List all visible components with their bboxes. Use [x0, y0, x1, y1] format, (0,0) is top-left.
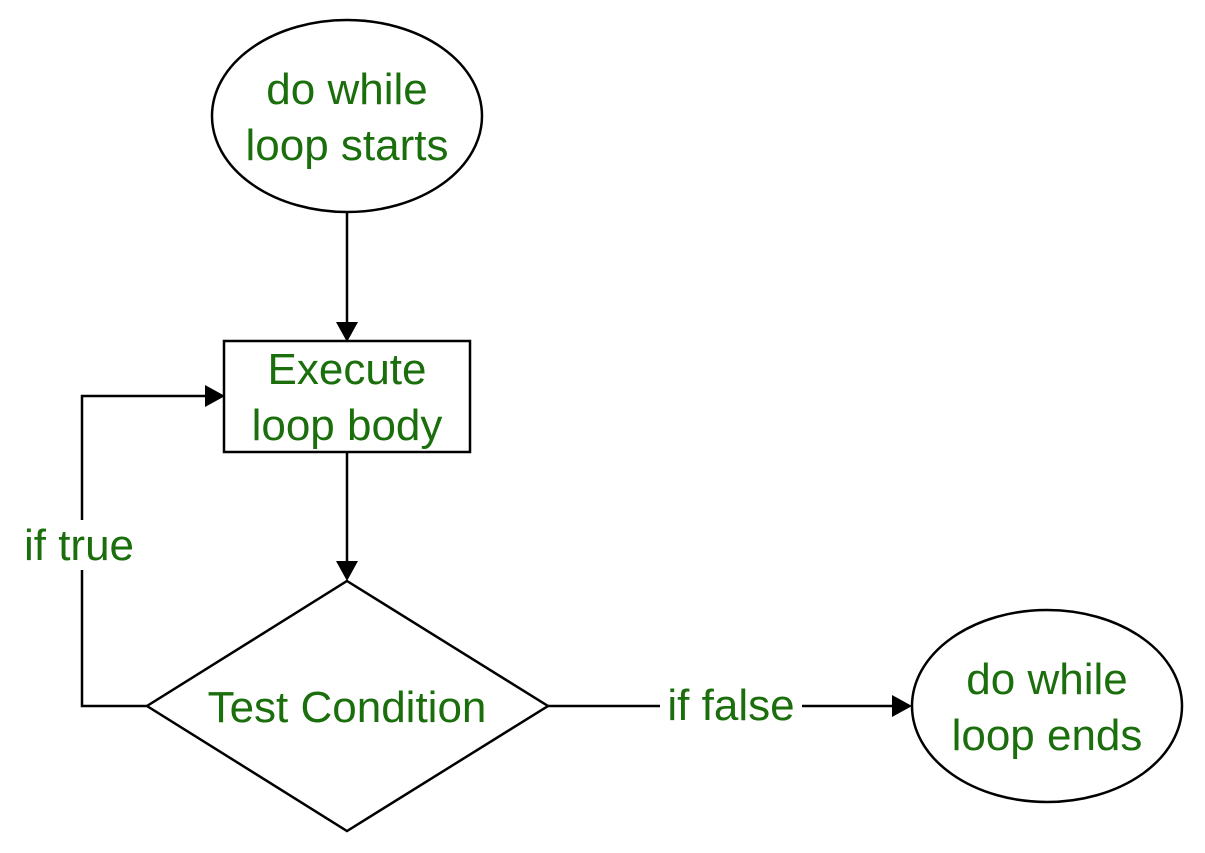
start-node-label-line2: loop starts [246, 121, 449, 170]
edge-label-if-true: if true [24, 521, 134, 570]
end-node: do while loop ends [910, 608, 1184, 804]
start-node-label-line1: do while [266, 65, 427, 114]
decision-node-label: Test Condition [208, 683, 487, 732]
edge-label-if-false-group: if false [660, 680, 802, 730]
end-node-label-line2: loop ends [952, 711, 1143, 760]
edge-body-to-condition [336, 452, 358, 581]
edge-label-if-true-group: if true [18, 520, 142, 570]
process-node-label-line1: Execute [268, 345, 427, 394]
edge-start-to-body [336, 212, 358, 342]
end-node-label-line1: do while [966, 655, 1127, 704]
process-node: Execute loop body [222, 339, 472, 454]
edge-label-if-false: if false [667, 681, 794, 730]
decision-node: Test Condition [144, 579, 551, 833]
start-node: do while loop starts [210, 18, 484, 214]
process-node-label-line2: loop body [252, 401, 443, 450]
